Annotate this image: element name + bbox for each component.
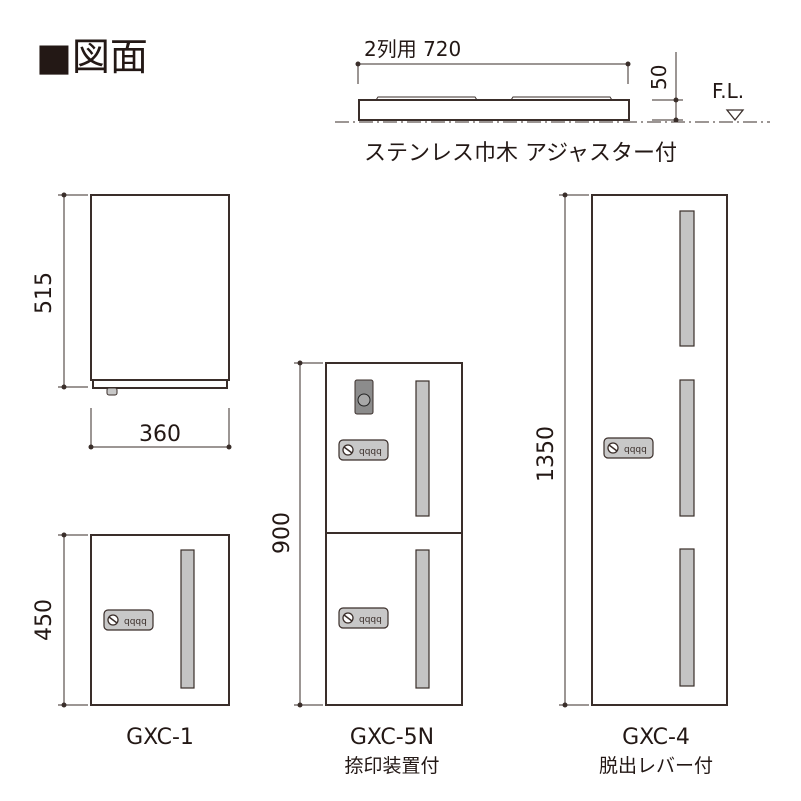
model-gxc-4: 1350 GXC-4 脱出レバー付 xyxy=(534,192,728,777)
dial-lock-icon xyxy=(338,439,389,461)
floor-level-label: F.L. xyxy=(712,79,744,103)
mail-slot xyxy=(679,548,695,687)
dimension-dot xyxy=(297,702,303,708)
model-note: 脱出レバー付 xyxy=(599,755,713,777)
dimension-dot xyxy=(61,702,67,708)
model-gxc-1: 450 GXC-1 xyxy=(32,532,230,750)
side-view-base xyxy=(92,379,228,389)
base-plinth xyxy=(358,99,630,121)
height-label: 900 xyxy=(270,512,295,554)
dimension-dot xyxy=(673,117,679,123)
dial-lock-icon xyxy=(338,607,389,629)
dimension-dot xyxy=(88,444,94,450)
height-label: 1350 xyxy=(534,426,559,482)
floor-level-triangle-icon xyxy=(725,109,745,122)
dimension-dot xyxy=(226,444,232,450)
dimension-dot xyxy=(61,384,67,390)
dimension-dot xyxy=(562,192,568,198)
model-name: GXC-5N xyxy=(350,725,434,750)
base-diagram: 2列用 720 50 F.L. ステンレス巾木 アジャスター付 xyxy=(335,37,770,166)
dimension-dot xyxy=(355,61,361,67)
mail-slot xyxy=(679,210,695,347)
dimension-dot xyxy=(61,192,67,198)
adjuster-foot xyxy=(106,387,118,396)
dimension-dot xyxy=(297,360,303,366)
side-view: 515 360 xyxy=(32,192,232,450)
height-label: 450 xyxy=(32,599,57,641)
dimension-dot xyxy=(61,532,67,538)
side-view-body xyxy=(90,194,230,381)
stamp-device-knob xyxy=(357,393,371,407)
page-title: ■図面 xyxy=(36,35,148,79)
mail-slot xyxy=(679,379,695,517)
side-width-label: 360 xyxy=(139,422,181,447)
dimension-dot xyxy=(673,97,679,103)
adjuster-outline xyxy=(375,96,613,101)
cabinet-body xyxy=(591,194,728,706)
dimension-dot xyxy=(562,702,568,708)
side-height-label: 515 xyxy=(32,272,57,314)
dial-lock-icon xyxy=(603,437,654,459)
mail-slot xyxy=(415,549,430,689)
base-width-label: 2列用 720 xyxy=(364,37,461,61)
base-height-label: 50 xyxy=(647,65,671,90)
base-caption: ステンレス巾木 アジャスター付 xyxy=(364,141,677,166)
mail-slot xyxy=(180,549,195,689)
dimension-dot xyxy=(625,61,631,67)
dial-lock-icon xyxy=(103,609,154,631)
model-gxc-5n: 900 GXC-5N 捺印装置付 xyxy=(270,360,463,777)
model-note: 捺印装置付 xyxy=(344,755,439,777)
model-name: GXC-1 xyxy=(126,725,194,750)
model-name: GXC-4 xyxy=(622,725,690,750)
mail-slot xyxy=(415,380,430,517)
